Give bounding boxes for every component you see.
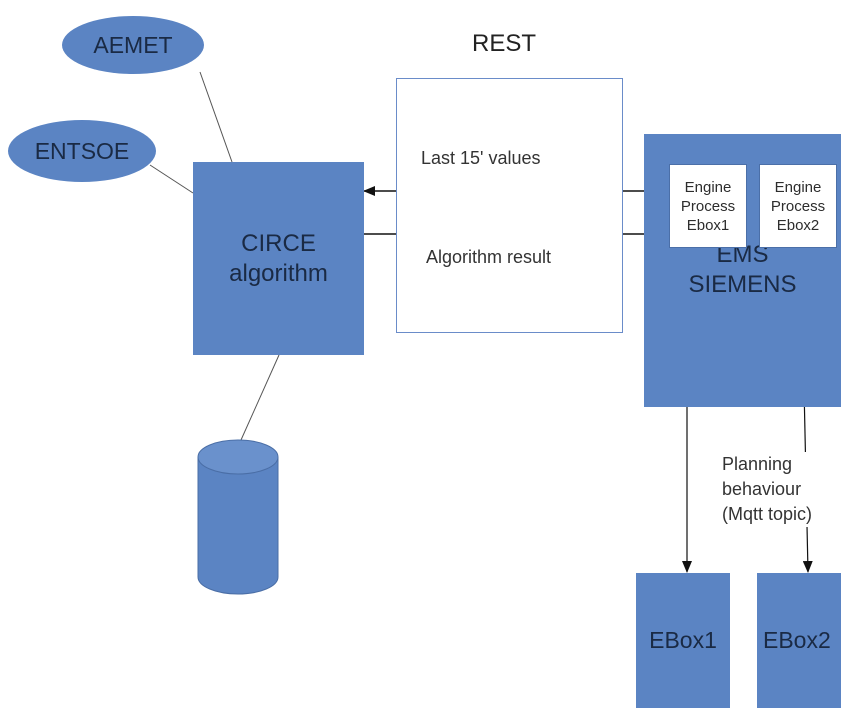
entsoe-connector [149,164,194,194]
planning-line2: behaviour [722,479,802,499]
ebox2-label: EBox2 [763,627,831,653]
circe-label-line1: CIRCE [241,229,316,257]
ems-label: EMS SIEMENS [644,240,841,300]
circe-label-line2: algorithm [229,259,328,287]
entsoe-label: ENTSOE [34,137,130,164]
planning-behaviour-label: Planning behaviour (Mqtt topic) [722,452,813,527]
rest-label: REST [472,30,537,57]
engine-process-ebox2: Engine Process Ebox2 [759,164,837,248]
engine-process-ebox1: Engine Process Ebox1 [669,164,747,248]
engine2-line2: Process [770,197,826,215]
engine2-line3: Ebox2 [776,216,820,234]
ems-label-line2: SIEMENS [688,271,797,298]
engine1-line3: Ebox1 [686,216,730,234]
aemet-label: AEMET [93,31,173,58]
engine1-line2: Process [680,197,736,215]
planning-line1: Planning [722,454,793,474]
rest-box [396,78,623,333]
engine1-line1: Engine [684,178,732,196]
db-connector [240,354,280,441]
ebox1-node: EBox1 [636,573,730,708]
ebox1-label: EBox1 [649,627,717,653]
planning-line3: (Mqtt topic) [722,504,813,524]
aemet-node: AEMET [62,16,204,74]
entsoe-node: ENTSOE [8,120,156,182]
aemet-connector [199,71,233,163]
circe-algorithm-node: CIRCE algorithm [193,162,364,355]
engine2-line1: Engine [774,178,822,196]
last-values-label: Last 15' values [421,148,541,168]
ebox2-node: EBox2 [757,573,841,708]
algorithm-result-label: Algorithm result [426,247,552,267]
